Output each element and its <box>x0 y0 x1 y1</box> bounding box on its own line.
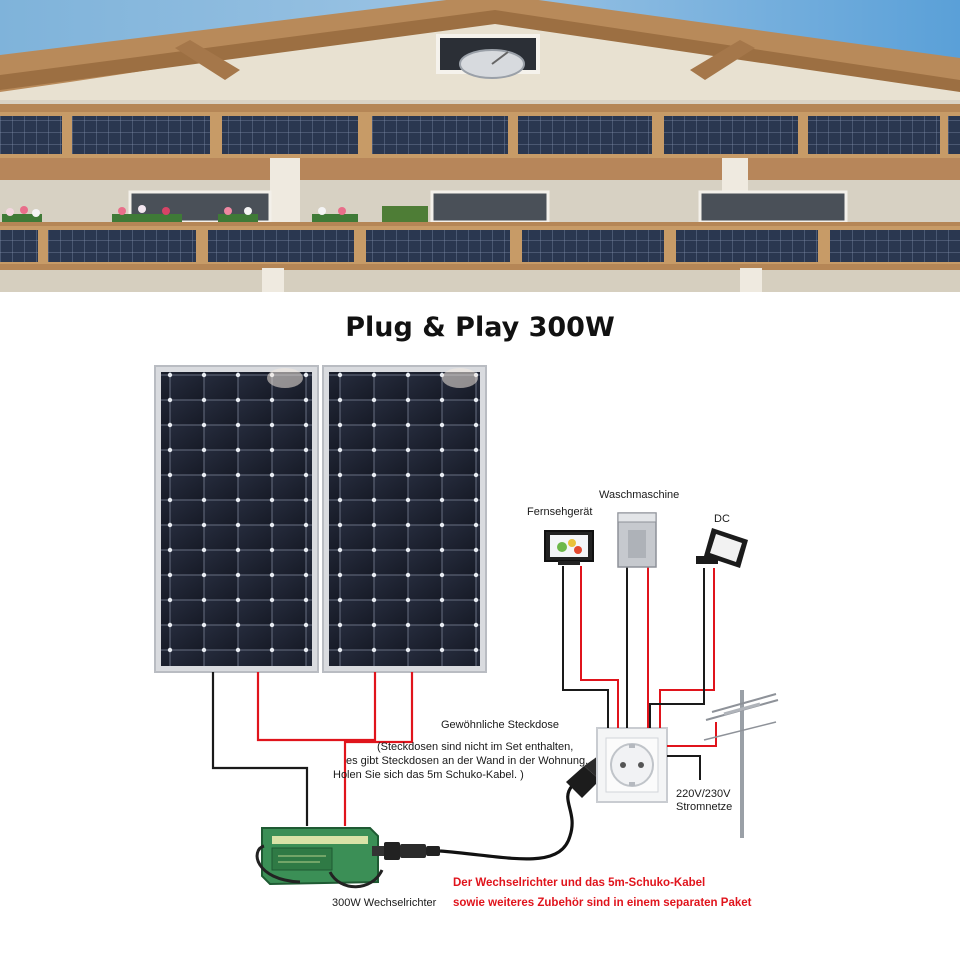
socket-note-line-2: es gibt Steckdosen an der Wand in der Wo… <box>346 755 589 767</box>
socket-note-line-3: Holen Sie sich das 5m Schuko-Kabel. ) <box>333 769 524 781</box>
solar-panel-right <box>322 365 487 673</box>
grid-label: Stromnetze <box>676 801 733 813</box>
schuko-cable <box>439 784 574 861</box>
appliance-label-dc: DC <box>714 513 730 525</box>
tv-icon <box>544 530 594 565</box>
page-title: Plug & Play 300W <box>345 312 615 343</box>
socket-note-line-1: (Steckdosen sind nicht im Set enthalten, <box>377 741 574 753</box>
house-photo <box>0 0 960 292</box>
appliance-label-tv: Fernsehgerät <box>527 506 593 518</box>
package-note-line-1: Der Wechselrichter und das 5m-Schuko-Kab… <box>453 877 706 889</box>
grid-voltage-label: 220V/230V <box>676 788 731 800</box>
washing-machine-icon <box>617 512 657 568</box>
lower-balcony-panels <box>0 226 960 266</box>
window <box>698 190 848 224</box>
upper-balcony-panels <box>0 112 960 158</box>
utility-pole-icon <box>703 690 779 838</box>
flower-boxes <box>2 205 428 224</box>
socket-label: Gewöhnliche Steckdose <box>441 719 560 731</box>
satellite-dish-icon <box>459 49 525 79</box>
panel-wires <box>211 672 414 826</box>
package-note-line-2: sowie weiteres Zubehör sind in einem sep… <box>453 897 752 909</box>
inverter-label: 300W Wechselrichter <box>332 897 437 909</box>
appliance-wires <box>562 566 717 780</box>
window <box>430 190 550 224</box>
inverter <box>255 827 440 889</box>
floodlight-icon <box>696 528 748 568</box>
appliance-label-washing-machine: Waschmaschine <box>599 489 680 501</box>
wall-socket-icon <box>596 727 668 803</box>
solar-panel-left <box>154 365 319 673</box>
